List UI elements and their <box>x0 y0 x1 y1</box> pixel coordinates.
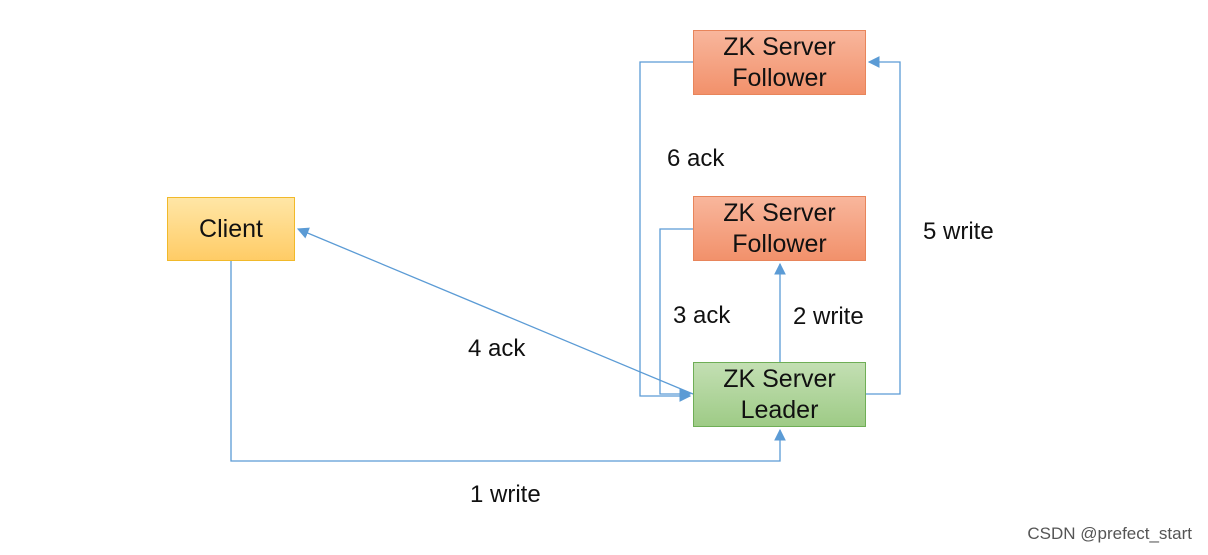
client-label: Client <box>199 214 263 243</box>
edge-label-4-ack: 4 ack <box>468 335 526 362</box>
follower-mid-line2: Follower <box>732 229 827 258</box>
edge-6-ack <box>639 61 693 402</box>
client-node: Client <box>167 197 295 261</box>
follower-top-line1: ZK Server <box>723 32 836 61</box>
follower-top-line2: Follower <box>732 63 827 92</box>
edge-3-ack <box>659 228 693 400</box>
edge-4-ack <box>296 227 694 395</box>
edge-label-3-ack: 3 ack <box>673 302 731 329</box>
follower-mid-line1: ZK Server <box>723 198 836 227</box>
follower-top-node: ZK Server Follower <box>693 30 866 95</box>
edge-label-1-write: 1 write <box>470 481 541 508</box>
leader-node: ZK Server Leader <box>693 362 866 427</box>
follower-mid-node: ZK Server Follower <box>693 196 866 261</box>
edge-1-write <box>230 261 786 462</box>
watermark: CSDN @prefect_start <box>1027 524 1192 543</box>
edge-label-6-ack: 6 ack <box>667 145 725 172</box>
edge-label-2-write: 2 write <box>793 303 864 330</box>
edge-label-5-write: 5 write <box>923 218 994 245</box>
edge-5-write <box>866 56 901 395</box>
leader-line2: Leader <box>740 395 819 424</box>
leader-line1: ZK Server <box>723 364 836 393</box>
